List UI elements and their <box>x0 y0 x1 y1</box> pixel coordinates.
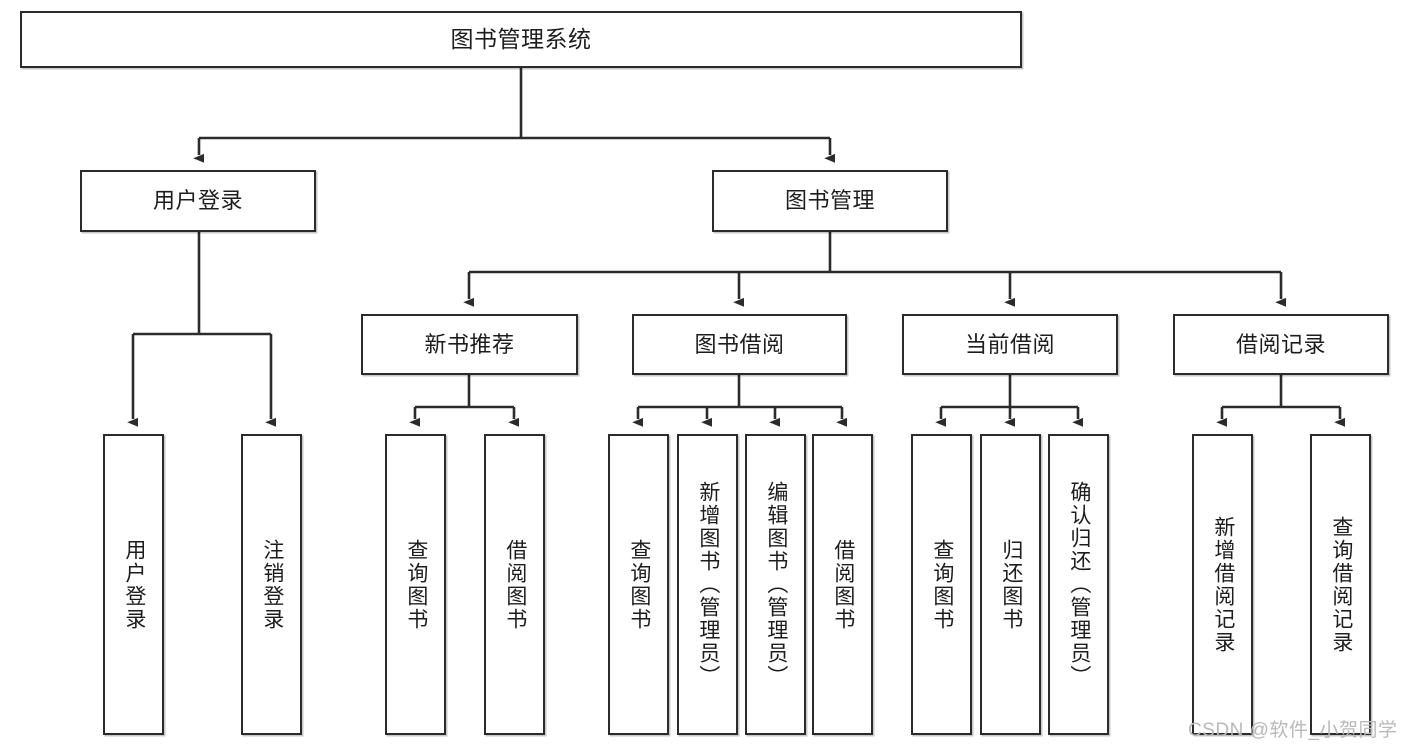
node-label: 新增图书（管理员） <box>696 481 720 688</box>
node-label: 借阅记录 <box>1235 331 1326 357</box>
node-label: 用户登录 <box>122 538 146 631</box>
leaf-add-borrow-record[interactable]: 新增借阅记录 <box>1192 434 1253 735</box>
node-label: 注销登录 <box>260 538 284 631</box>
node-label: 查询图书 <box>627 538 651 631</box>
leaf-return-book[interactable]: 归还图书 <box>980 434 1041 735</box>
node-label: 图书管理系统 <box>450 26 592 52</box>
leaf-logout[interactable]: 注销登录 <box>241 434 302 735</box>
node-label: 新书推荐 <box>424 331 515 357</box>
node-borrow-record[interactable]: 借阅记录 <box>1173 314 1389 375</box>
leaf-borrow-book[interactable]: 借阅图书 <box>812 434 873 735</box>
leaf-query-book-recommend[interactable]: 查询图书 <box>385 434 446 735</box>
node-label: 查询图书 <box>404 538 428 631</box>
leaf-user-login[interactable]: 用户登录 <box>103 434 164 735</box>
node-label: 图书管理 <box>784 188 875 213</box>
node-label: 图书借阅 <box>694 331 785 357</box>
node-book-management-system[interactable]: 图书管理系统 <box>20 11 1022 68</box>
node-label: 当前借阅 <box>964 331 1055 357</box>
node-label: 编辑图书（管理员） <box>764 481 788 688</box>
leaf-edit-book-admin[interactable]: 编辑图书（管理员） <box>745 434 806 735</box>
node-book-management[interactable]: 图书管理 <box>712 170 948 232</box>
node-label: 查询借阅记录 <box>1329 515 1353 654</box>
leaf-borrow-book-recommend[interactable]: 借阅图书 <box>484 434 545 735</box>
node-book-borrow[interactable]: 图书借阅 <box>632 314 847 375</box>
node-user-login[interactable]: 用户登录 <box>80 170 316 232</box>
leaf-query-book[interactable]: 查询图书 <box>608 434 669 735</box>
node-label: 用户登录 <box>152 188 243 213</box>
node-new-book-recommend[interactable]: 新书推荐 <box>361 314 578 375</box>
node-label: 确认归还（管理员） <box>1067 481 1091 688</box>
node-current-borrow[interactable]: 当前借阅 <box>902 314 1118 375</box>
leaf-add-book-admin[interactable]: 新增图书（管理员） <box>677 434 738 735</box>
node-label: 归还图书 <box>999 538 1023 631</box>
leaf-query-book-current[interactable]: 查询图书 <box>911 434 972 735</box>
node-label: 借阅图书 <box>503 538 527 631</box>
node-label: 查询图书 <box>930 538 954 631</box>
node-label: 新增借阅记录 <box>1211 515 1235 654</box>
leaf-query-borrow-record[interactable]: 查询借阅记录 <box>1310 434 1371 735</box>
leaf-confirm-return-admin[interactable]: 确认归还（管理员） <box>1048 434 1109 735</box>
node-label: 借阅图书 <box>831 538 855 631</box>
